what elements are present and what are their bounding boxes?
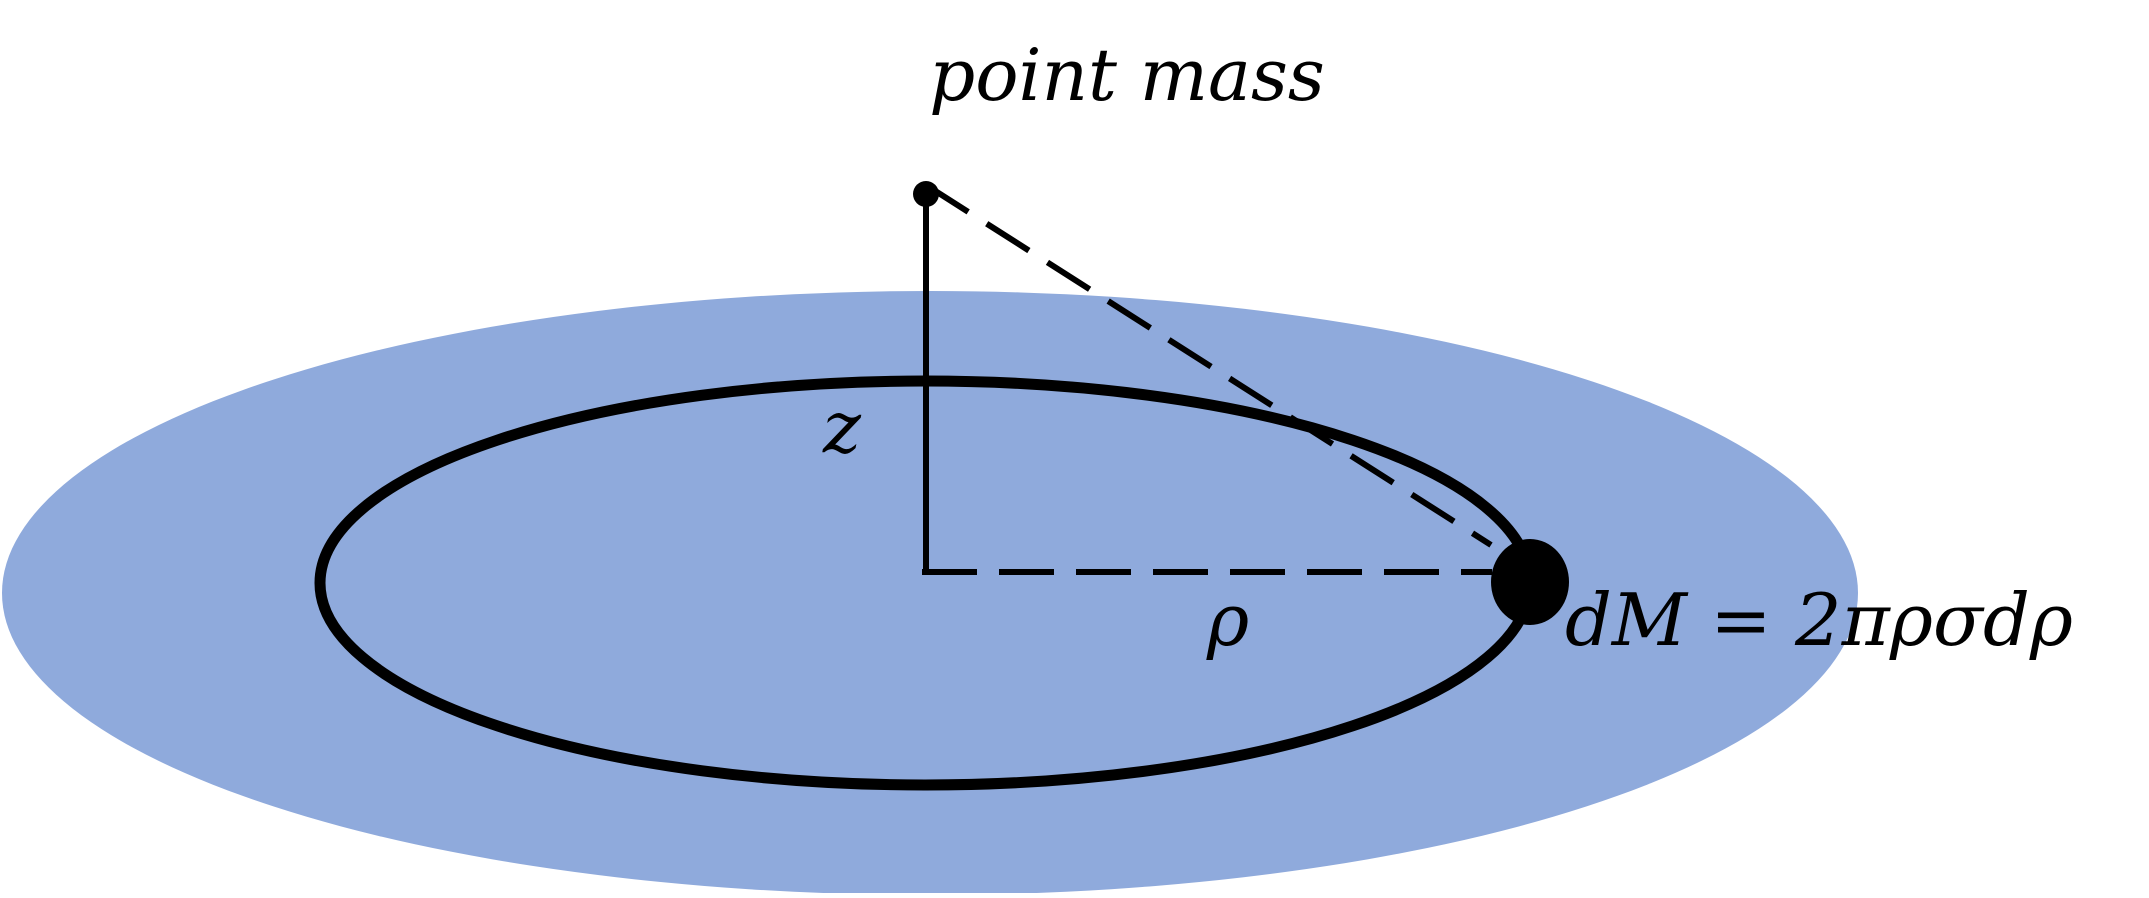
distance-line [924, 182, 1493, 548]
point-mass-label: point mass [929, 33, 1325, 117]
mass-element-dot [1491, 539, 1569, 625]
rho-label: ρ [1206, 578, 1249, 662]
dm-equation-label: dM = 2πρσdρ [1565, 578, 2073, 662]
point-mass-dot [913, 181, 939, 207]
disk [2, 291, 1858, 895]
z-label: z [822, 385, 862, 469]
